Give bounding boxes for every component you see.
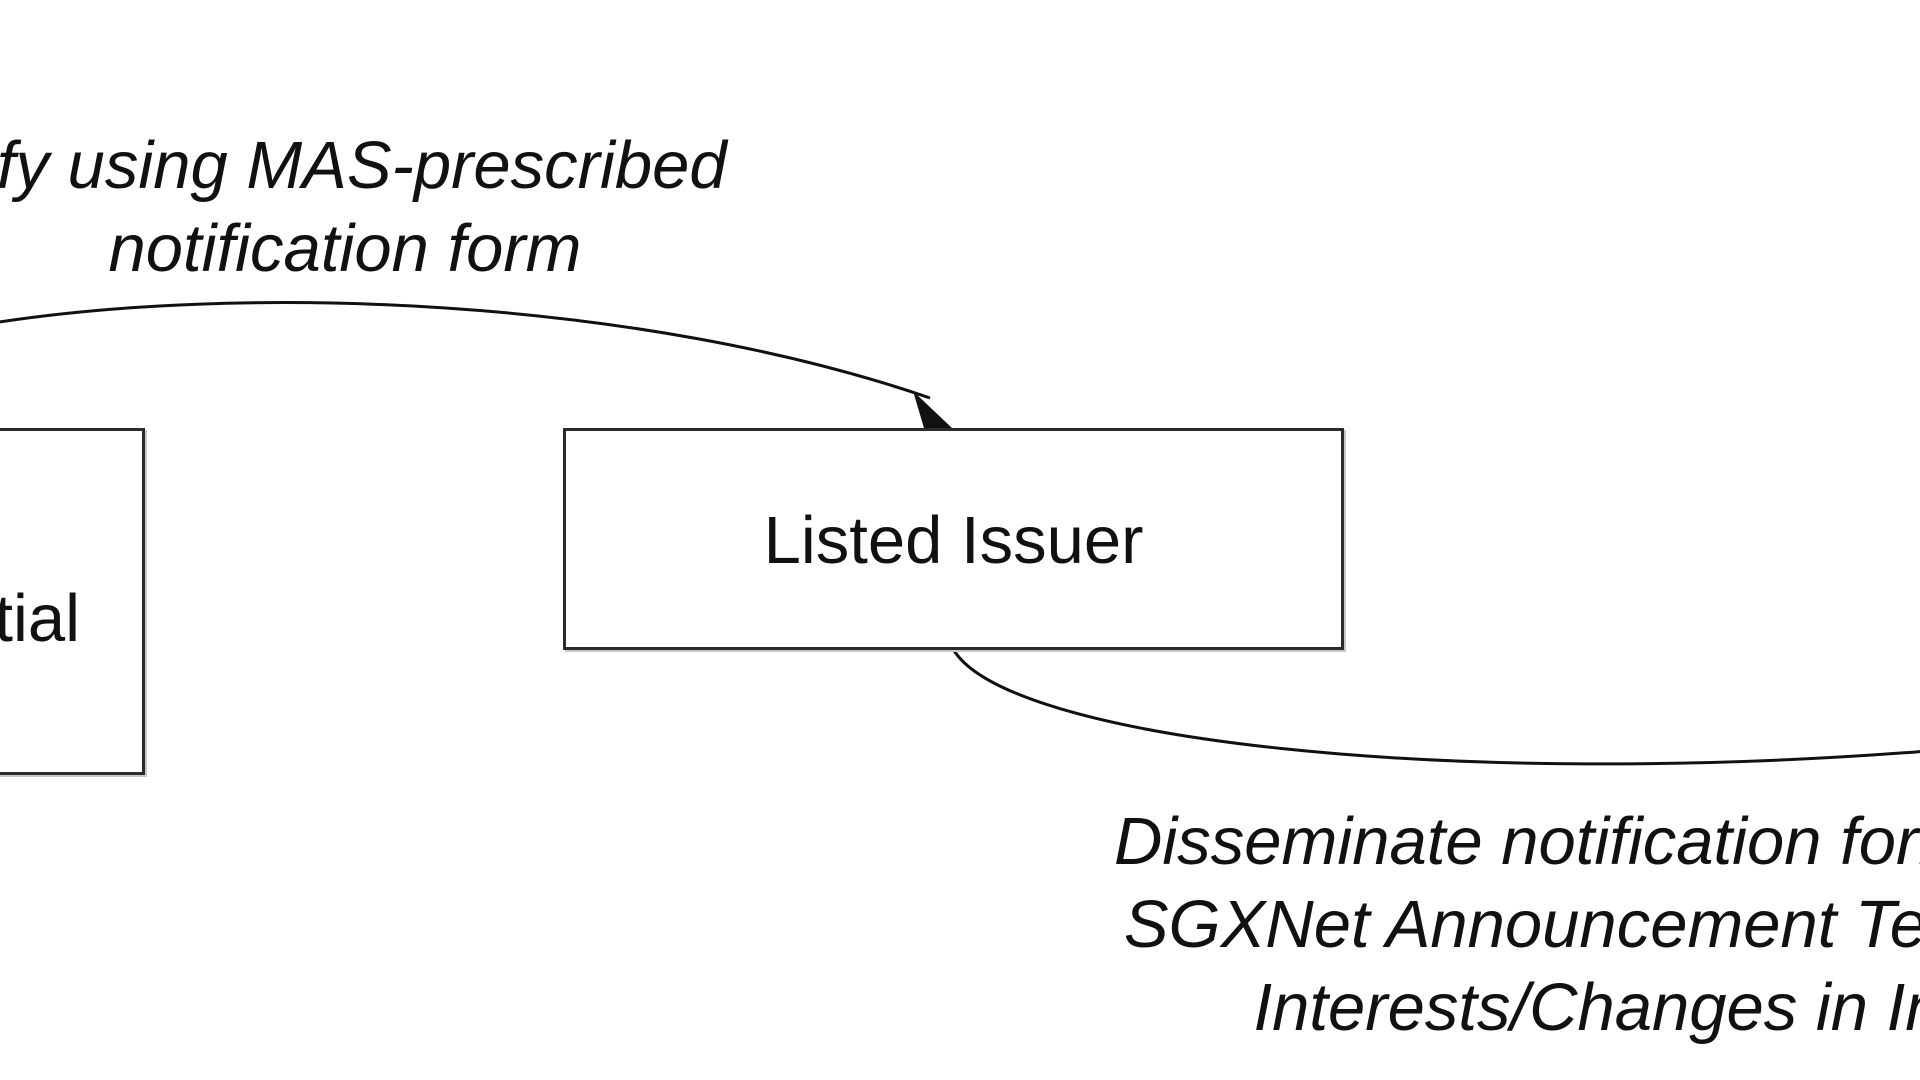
notify-arrow <box>0 301 931 400</box>
listed-issuer-node: Listed Issuer <box>563 428 1344 650</box>
disseminate-arrow <box>950 646 1920 766</box>
notify-label-line-1: tify using MAS-prescribed <box>0 128 727 203</box>
disseminate-label-line-3: Interests/Changes in Inte <box>1253 970 1920 1045</box>
listed-issuer-label: Listed Issuer <box>763 503 1144 578</box>
notify-label-line-2: notification form <box>108 211 582 286</box>
notify-edge-label: tify using MAS-prescribed notification f… <box>0 124 850 290</box>
disseminate-label-line-1: Disseminate notification form recei <box>1113 804 1920 879</box>
disseminate-label-line-2: SGXNet Announcement Template <box>1123 887 1920 962</box>
left-partial-node-label: tial <box>0 581 80 656</box>
disseminate-edge-label: Disseminate notification form recei SGXN… <box>826 800 1920 1049</box>
notify-arrowhead <box>913 391 952 428</box>
left-partial-node: tial <box>0 428 145 775</box>
